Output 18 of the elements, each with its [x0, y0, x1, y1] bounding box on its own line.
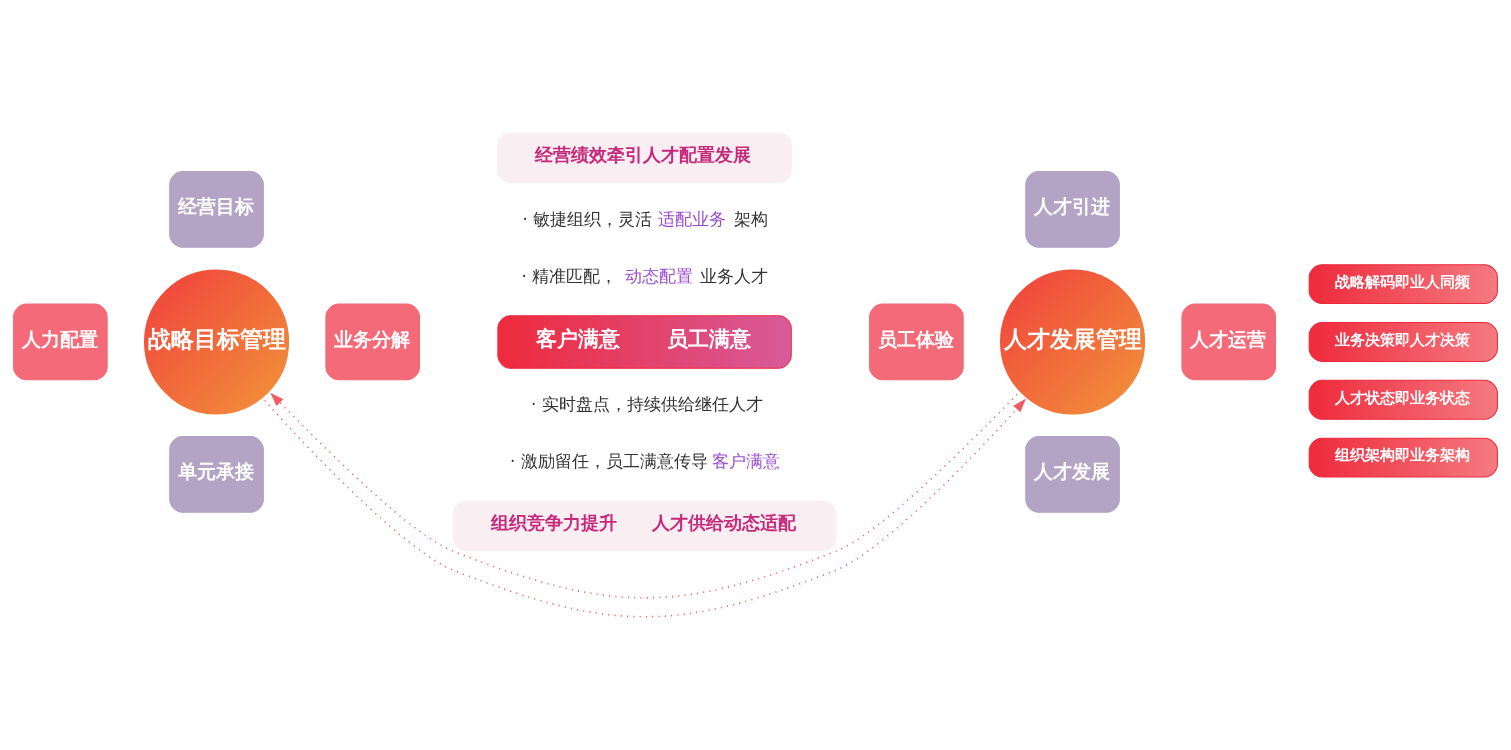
node-box: 人力配置 — [13, 303, 108, 381]
node-box: 组织竞争力提升 人才供给动态适配 — [452, 500, 837, 552]
node-box: 战略解码即业人同频 — [1308, 264, 1498, 305]
node-box: 业务决策即人才决策 — [1308, 321, 1498, 362]
node-box: 单元承接 — [169, 436, 264, 513]
node-box: 组织架构即业务架构 — [1308, 437, 1498, 478]
node-box: 人才引进 — [1025, 171, 1120, 248]
label: · 激励留任，员工满意传导客户满意 — [509, 450, 780, 471]
node-box: 客户满意 员工满意 — [497, 315, 792, 369]
node-box: 员工体验 — [869, 303, 964, 381]
node-box: 业务分解 — [325, 303, 421, 381]
node-box: 人才发展 — [1025, 436, 1120, 513]
node-box: 人才状态即业务状态 — [1308, 379, 1498, 420]
label: · 敏捷组织，灵活适配业务架构 — [522, 209, 768, 230]
node-box: 人才运营 — [1181, 303, 1277, 381]
label: · 实时盘点，持续供给继任人才 — [530, 394, 763, 415]
label: · 精准匹配，动态配置业务人才 — [521, 265, 769, 286]
node-box: 经营目标 — [169, 171, 264, 248]
